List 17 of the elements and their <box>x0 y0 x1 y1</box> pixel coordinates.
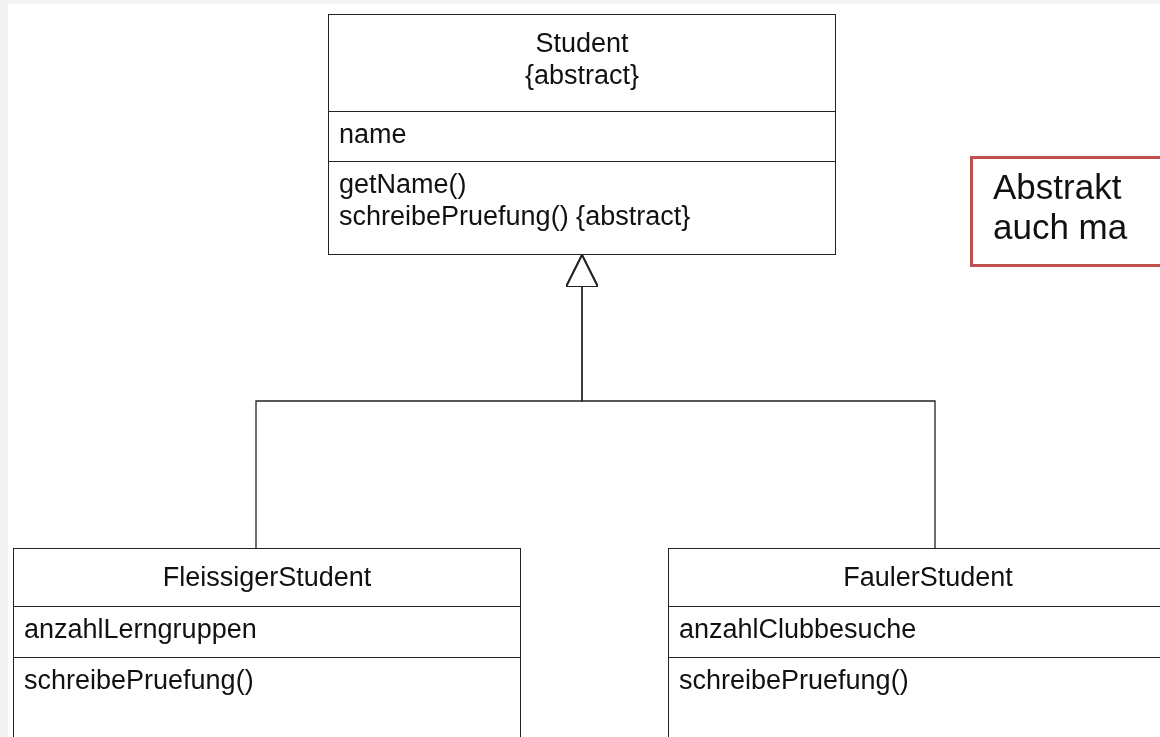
class-name: FleissigerStudent <box>162 561 372 593</box>
method-text: schreibePruefung() <box>24 664 254 696</box>
uml-class-box <box>13 548 521 737</box>
attribute-text: name <box>339 118 407 150</box>
uml-class-box <box>328 14 836 255</box>
uml-class-box <box>668 548 1160 737</box>
attribute-text: anzahlLerngruppen <box>24 613 257 645</box>
generalization-arrow <box>565 254 936 549</box>
method-text: schreibePruefung() <box>679 664 909 696</box>
class-name: FaulerStudent <box>843 561 1013 593</box>
note-text: Abstrakt auch ma <box>993 167 1129 247</box>
method-text: schreibePruefung() {abstract} <box>339 200 691 232</box>
class-name: Student <box>535 27 629 59</box>
note-box <box>970 156 1160 267</box>
class-name: {abstract} <box>524 59 640 91</box>
method-text: getName() <box>339 168 467 200</box>
attribute-text: anzahlClubbesuche <box>679 613 917 645</box>
